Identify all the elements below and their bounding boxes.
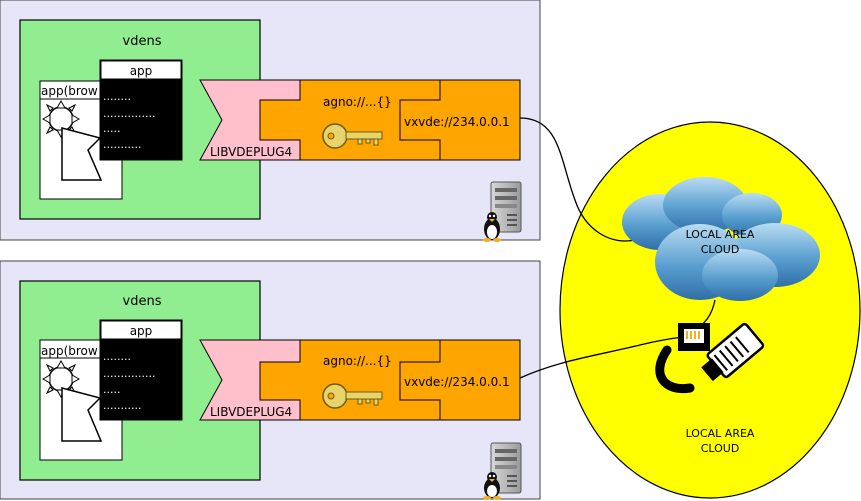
plugin-label: LIBVDEPLUG4 bbox=[210, 145, 292, 159]
terminal-line: ............... bbox=[103, 107, 155, 120]
cloud-icon bbox=[622, 177, 820, 301]
cursor-icon bbox=[61, 127, 103, 181]
tux-icon bbox=[483, 212, 501, 242]
cloud-label: LOCAL AREA bbox=[686, 228, 755, 241]
compass-icon bbox=[41, 359, 81, 399]
terminal-line: ........... bbox=[103, 399, 141, 412]
app-window-title: app bbox=[130, 324, 153, 338]
terminal-line: ........ bbox=[103, 90, 131, 103]
cursor-icon bbox=[61, 387, 103, 442]
vxvde-label: vxvde://234.0.0.1 bbox=[404, 375, 510, 389]
key-icon bbox=[322, 123, 383, 149]
terminal-line: ..... bbox=[103, 122, 120, 135]
terminal-line: ........ bbox=[103, 350, 131, 363]
vdens-label: vdens bbox=[123, 34, 162, 49]
browser-window-title: app(brow bbox=[41, 344, 98, 358]
vdens-label: vdens bbox=[123, 294, 162, 309]
plugin-label: LIBVDEPLUG4 bbox=[210, 405, 292, 419]
lan-label: CLOUD bbox=[701, 442, 740, 455]
tux-icon bbox=[483, 472, 501, 500]
vxvde-module bbox=[399, 79, 521, 161]
server-icon bbox=[490, 442, 522, 494]
agno-label: agno://...{} bbox=[323, 95, 392, 109]
terminal-line: ..... bbox=[103, 383, 120, 396]
terminal-line: ............... bbox=[103, 367, 155, 380]
terminal-app-window[interactable]: app ........ ............... ..... .....… bbox=[99, 59, 183, 161]
terminal-line: ........... bbox=[103, 138, 141, 151]
cloud-label: CLOUD bbox=[701, 243, 740, 256]
app-window-title: app bbox=[130, 64, 153, 78]
key-icon bbox=[322, 383, 383, 409]
vxvde-module bbox=[399, 339, 521, 421]
server-icon bbox=[490, 181, 522, 233]
agno-label: agno://...{} bbox=[323, 354, 392, 368]
lan-label: LOCAL AREA bbox=[686, 427, 755, 440]
host-2: vdens app(brow app ........ . bbox=[0, 260, 541, 500]
browser-window-title: app(brow bbox=[41, 84, 98, 98]
host-1: vdens app(brow app ...... bbox=[0, 0, 541, 242]
ethernet-connector-icon bbox=[655, 322, 765, 394]
terminal-app-window[interactable]: app ........ ............... ..... .....… bbox=[99, 319, 183, 421]
connection-wire bbox=[519, 117, 636, 242]
connection-wire bbox=[519, 335, 691, 379]
vxvde-label: vxvde://234.0.0.1 bbox=[404, 115, 510, 129]
